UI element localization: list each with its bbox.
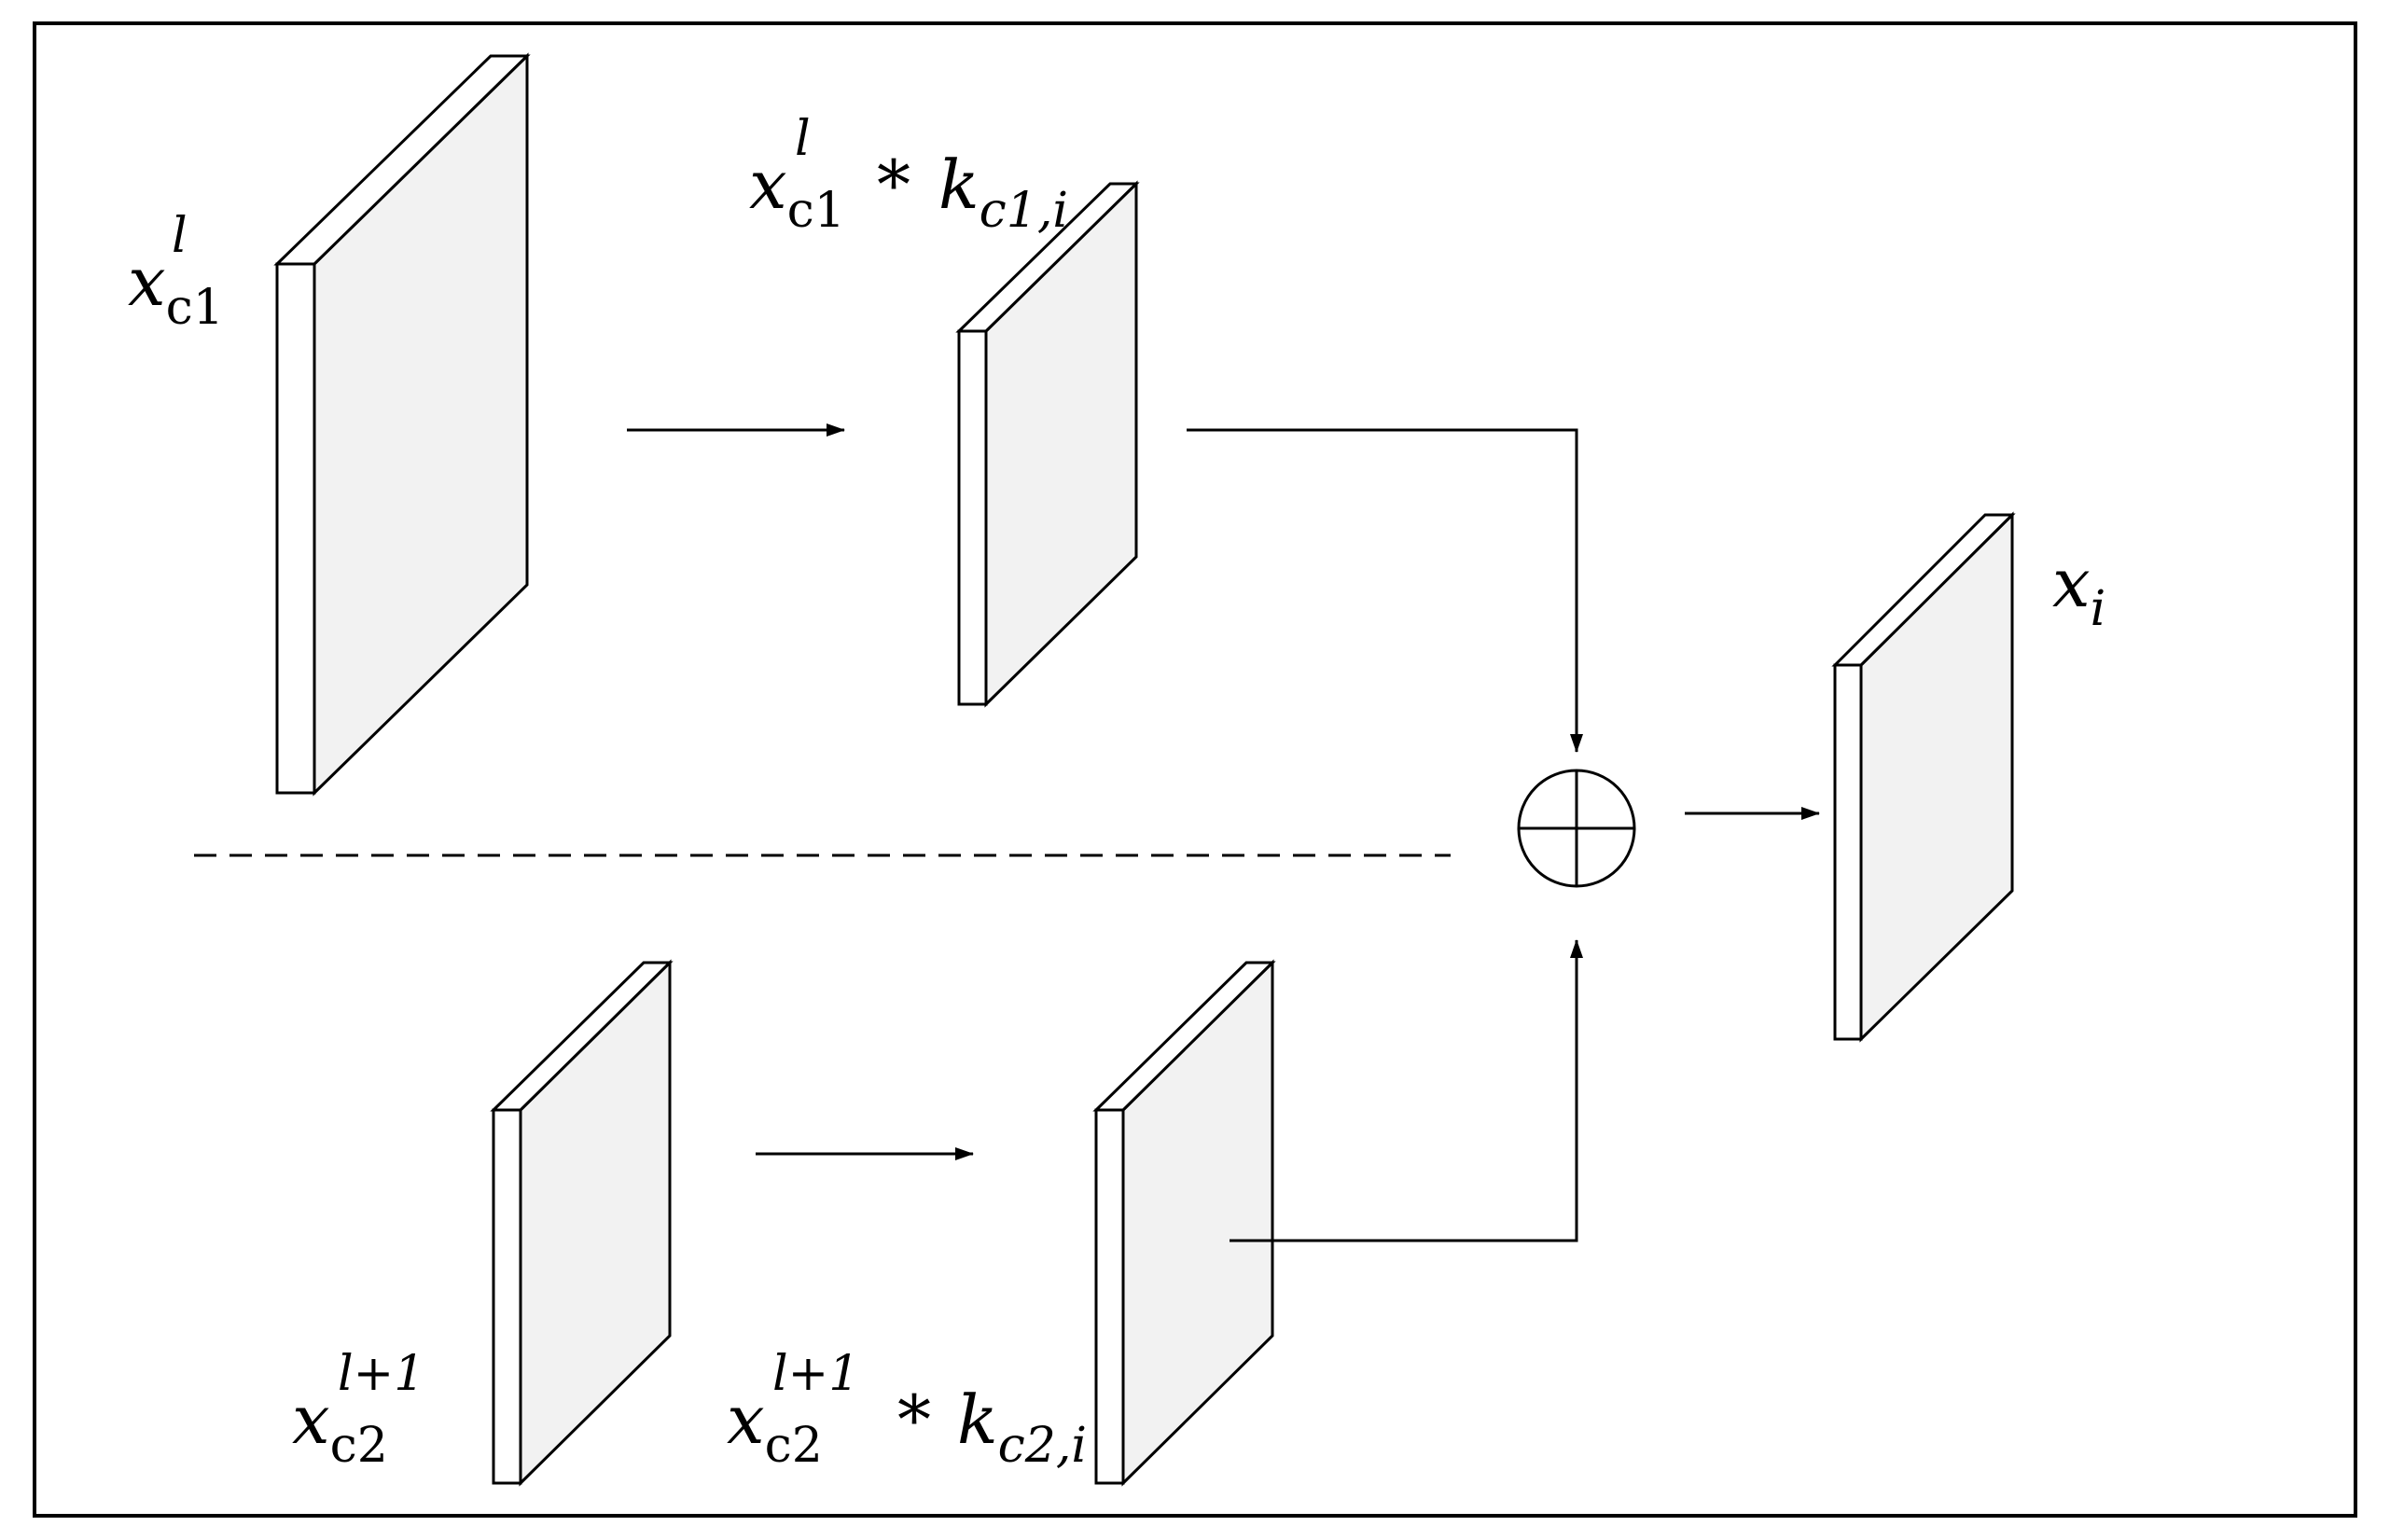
outer-frame [33, 21, 2357, 1518]
feature-map-conv-c1-face [984, 180, 1138, 708]
feature-map-conv-c1 [955, 180, 1140, 708]
label-x-c1: xc1 [128, 243, 224, 336]
feature-map-x-c1 [273, 52, 531, 797]
feature-map-x-i-face [1859, 511, 2014, 1043]
label-x-c2: xc2 [292, 1380, 388, 1474]
label-x-c1-sup: l [172, 208, 188, 264]
label-x-c2-sup: l+1 [338, 1346, 424, 1402]
label-conv-c2-kernel: kc2,i [957, 1380, 1087, 1474]
feature-map-conv-c2 [1092, 959, 1276, 1487]
connector-c1-to-sum [1187, 428, 1583, 753]
feature-map-conv-c2-face [1121, 959, 1274, 1487]
sum-operator-icon [1517, 769, 1636, 888]
feature-map-x-c1-edge [275, 262, 316, 795]
feature-map-x-c1-face [313, 52, 529, 797]
connector-c2-to-sum [1230, 939, 1583, 1242]
label-conv-c1-sup: l [795, 111, 811, 167]
feature-map-x-c2-face [519, 959, 672, 1487]
label-conv-c1-kernel: kc1,i [938, 146, 1068, 239]
feature-map-conv-c1-edge [957, 329, 988, 706]
label-conv-c2: xc2 [727, 1380, 823, 1474]
feature-map-x-c2 [490, 959, 674, 1487]
feature-map-x-c2-edge [492, 1108, 522, 1485]
feature-map-x-i-edge [1833, 663, 1863, 1041]
feature-map-x-i [1831, 511, 2016, 1043]
label-conv-c2-op: * [897, 1380, 931, 1459]
label-conv-c1-op: * [877, 146, 910, 224]
feature-map-conv-c2-edge [1094, 1108, 1125, 1485]
label-x-i: xi [2052, 544, 2105, 637]
label-conv-c1: xc1 [749, 146, 845, 239]
label-conv-c2-sup: l+1 [772, 1346, 859, 1402]
